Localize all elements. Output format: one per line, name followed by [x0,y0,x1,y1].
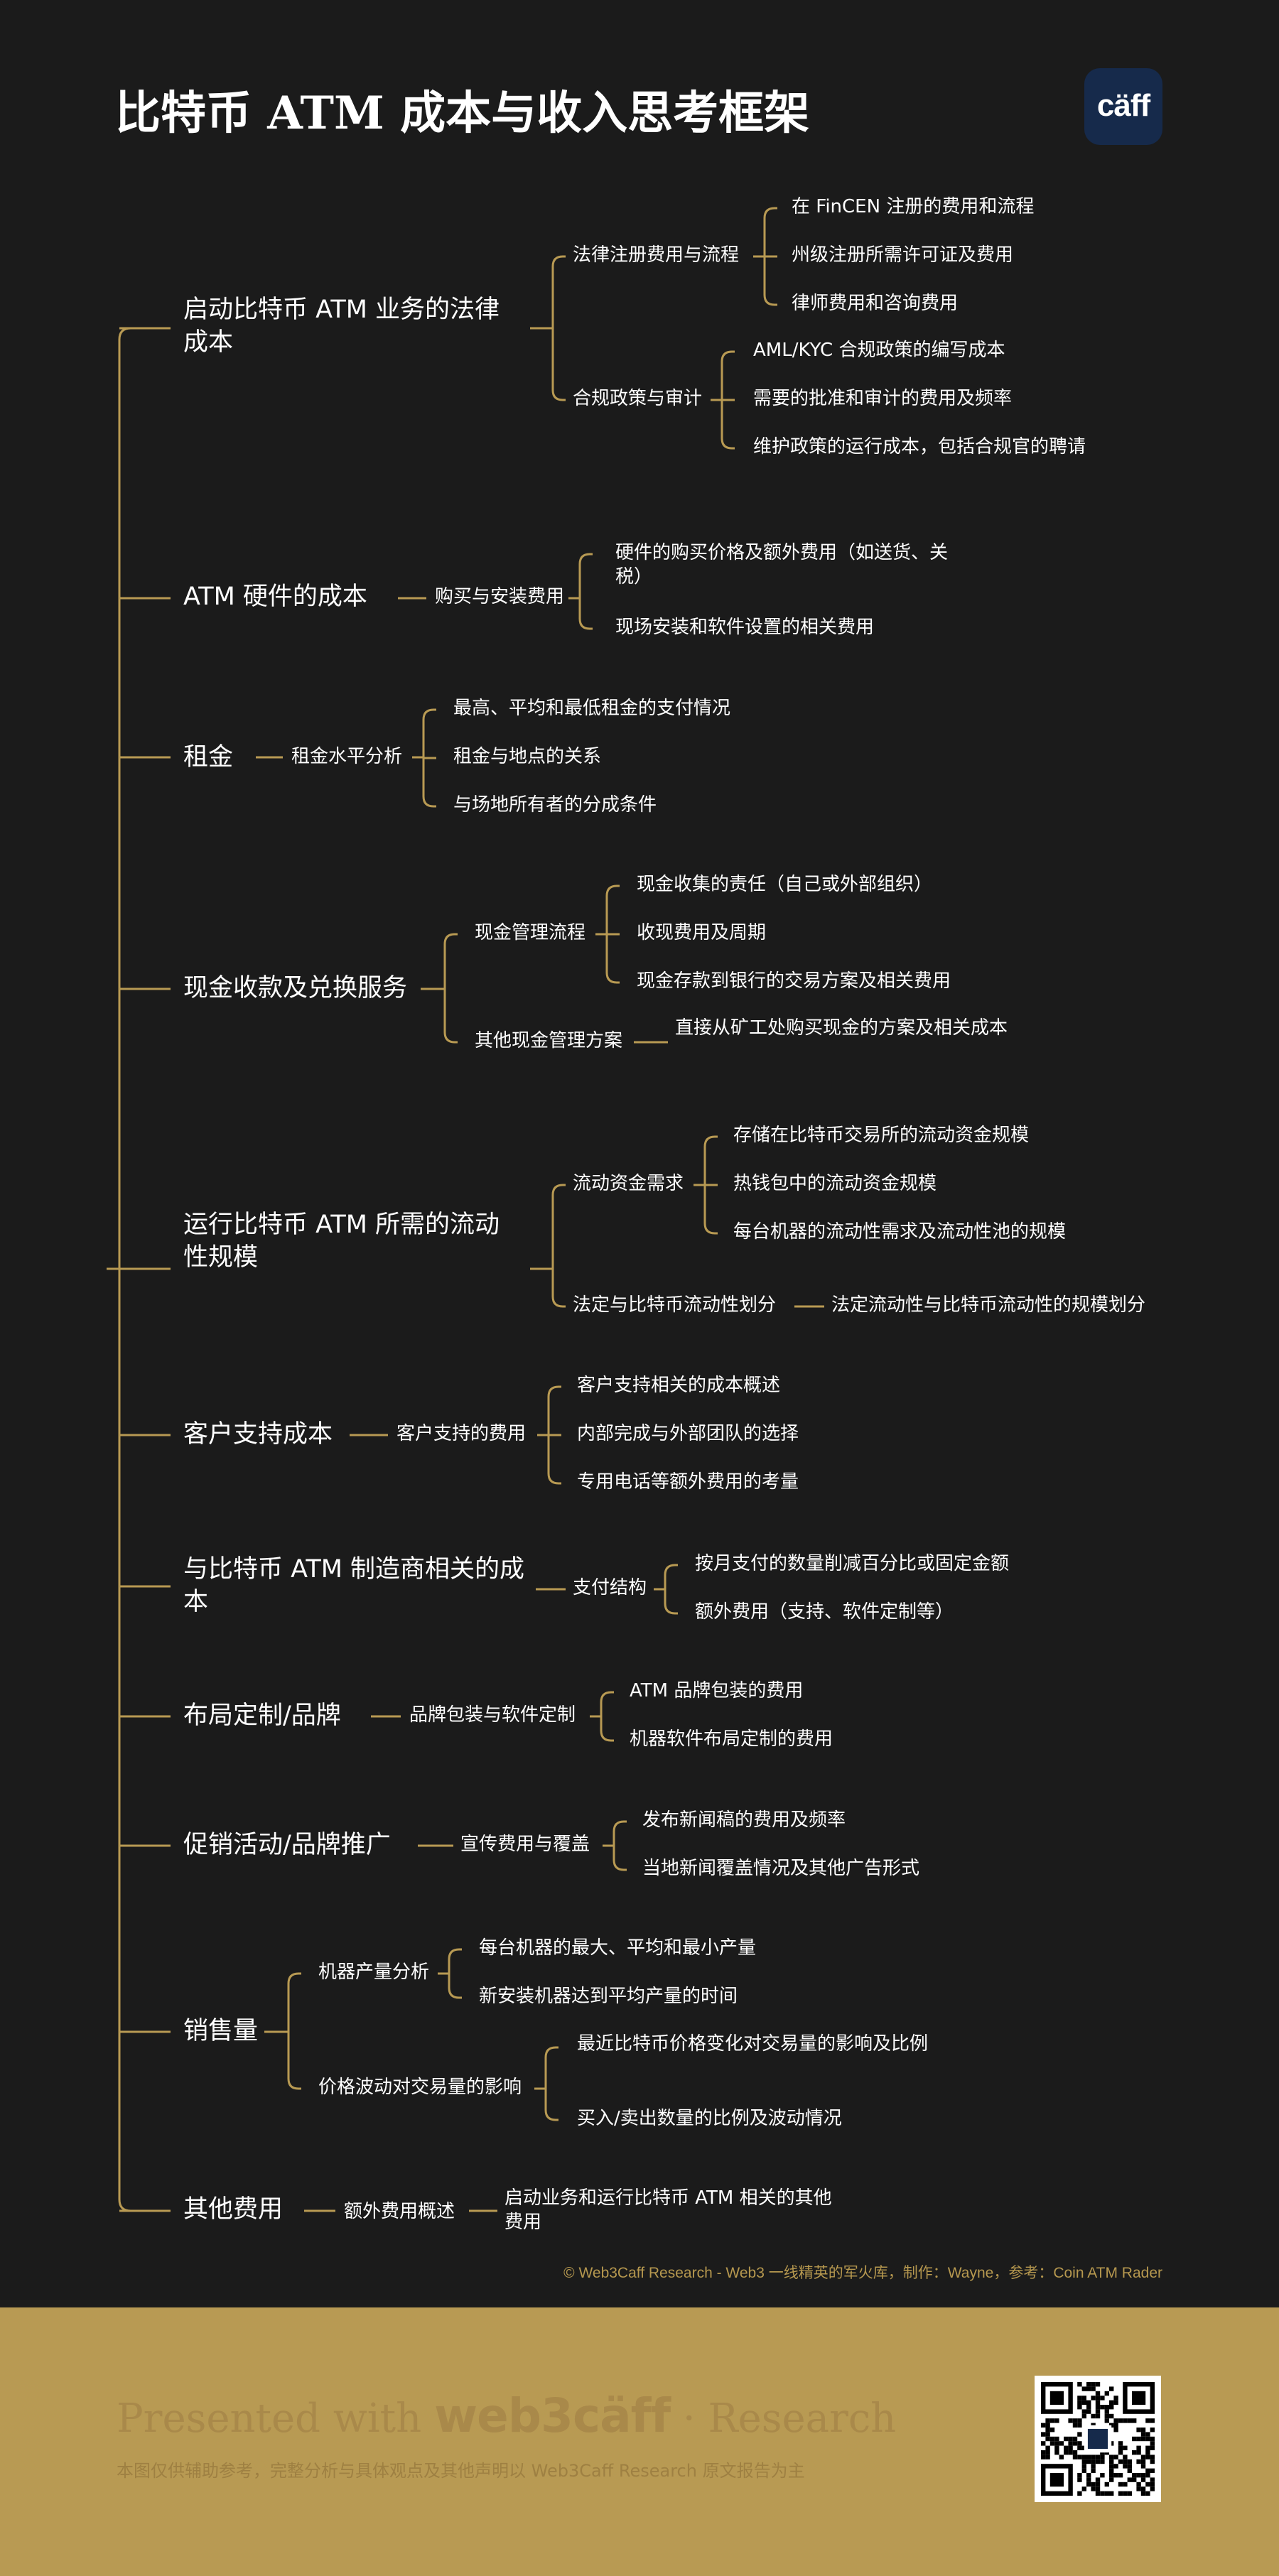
connector-line [443,933,455,1044]
leaf-node: 最近比特币价格变化对交易量的影响及比例 [577,2033,929,2055]
branch-label: ATM 硬件的成本 [183,583,367,611]
sub-node: 法律注册费用与流程 [573,244,740,266]
leaf-node: 存储在比特币交易所的流动资金规模 [733,1125,1030,1146]
presented-prefix: Presented with [117,2396,422,2442]
sub-node: 现金管理流程 [475,922,586,943]
leaf-node: 与场地所有者的分成条件 [453,794,657,816]
branch-label: 其他费用 [183,2195,284,2224]
qr-code[interactable] [1035,2376,1161,2502]
sub-node: 法定与比特币流动性划分 [573,1294,777,1316]
leaf-node: 法定流动性与比特币流动性的规模划分 [831,1294,1146,1316]
leaf-node: 现场安装和软件设置的相关费用 [615,617,875,638]
branch-label: 客户支持成本 [183,1420,333,1449]
leaf-node: 在 FinCEN 注册的费用和流程 [792,196,1035,217]
leaf-node: 专用电话等额外费用的考量 [577,1471,799,1493]
connector-line [612,1820,625,1871]
leaf-node: 现金存款到银行的交易方案及相关费用 [637,970,951,992]
sub-node: 购买与安装费用 [435,586,565,607]
leaf-node: 律师费用和咨询费用 [792,293,959,314]
leaf-node: 每台机器的流动性需求及流动性池的规模 [733,1221,1067,1243]
branch-label: 布局定制/品牌 [183,1701,341,1730]
connector-line [551,1184,563,1308]
sub-node: 其他现金管理方案 [475,1030,623,1051]
web3caff-logo: cäff [1084,68,1162,145]
connector-line [600,1691,612,1742]
leaf-node: 收现费用及周期 [637,922,767,943]
sub-node: 流动资金需求 [573,1173,684,1194]
connector-line [664,1564,676,1615]
connector-line [578,553,590,630]
leaf-node: 直接从矿工处购买现金的方案及相关成本 [675,1017,1008,1039]
branch-label: 启动比特币 ATM 业务的法律成本 [183,296,500,357]
connector-line [544,2046,556,2121]
brand-wordmark: web3cäff [434,2388,671,2443]
page-title: 比特币 ATM 成本与收入思考框架 [115,87,810,140]
leaf-node: 租金与地点的关系 [453,746,602,767]
leaf-node: 维护政策的运行成本，包括合规官的聘请 [753,436,1086,458]
connector-line [551,255,563,401]
branch-label: 运行比特币 ATM 所需的流动性规模 [183,1211,500,1272]
leaf-node: AML/KYC 合规政策的编写成本 [753,340,1005,361]
sub-node: 机器产量分析 [318,1961,430,1983]
sub-node: 租金水平分析 [291,746,403,767]
leaf-node: 内部完成与外部团队的选择 [577,1423,799,1444]
mindmap-connectors [107,207,824,2212]
leaf-node: 现金收集的责任（自己或外部组织） [637,874,933,895]
leaf-node: 硬件的购买价格及额外费用（如送货、关税） [615,542,949,588]
sub-node: 品牌包装与软件定制 [409,1704,576,1726]
branch-label: 促销活动/品牌推广 [183,1831,391,1859]
leaf-node: 客户支持相关的成本概述 [577,1375,781,1396]
sub-node: 合规政策与审计 [573,388,703,409]
leaf-node: 每台机器的最大、平均和最小产量 [479,1937,757,1959]
connector-line [448,1948,460,1999]
leaf-node: 启动业务和运行比特币 ATM 相关的其他费用 [504,2187,832,2233]
leaf-node: 买入/卖出数量的比例及波动情况 [577,2108,842,2129]
brand-suffix: · Research [682,2396,897,2442]
sub-node: 支付结构 [573,1577,647,1598]
branch-label: 现金收款及兑换服务 [183,974,408,1002]
logo-text: cäff [1096,88,1150,123]
sub-node: 客户支持的费用 [396,1423,527,1444]
branch-label: 租金 [183,743,234,772]
leaf-node: 机器软件布局定制的费用 [630,1728,833,1750]
leaf-node: 当地新闻覆盖情况及其他广告形式 [642,1858,920,1879]
sub-node: 额外费用概述 [344,2201,455,2222]
presented-with: Presented with web3cäff · Research [117,2388,896,2443]
branch-label: 与比特币 ATM 制造商相关的成本 [183,1555,525,1616]
leaf-node: ATM 品牌包装的费用 [630,1680,804,1701]
leaf-node: 按月支付的数量削减百分比或固定金额 [695,1553,1010,1574]
sub-node: 价格波动对交易量的影响 [318,2077,522,2098]
leaf-node: 额外费用（支持、软件定制等） [695,1601,954,1623]
credit-line: © Web3Caff Research - Web3 一线精英的军火库，制作：W… [563,2265,1162,2281]
leaf-node: 最高、平均和最低租金的支付情况 [453,698,731,719]
leaf-node: 热钱包中的流动资金规模 [733,1173,937,1194]
leaf-node: 新安装机器达到平均产量的时间 [479,1986,738,2007]
qr-code-icon [1041,2382,1155,2496]
branch-label: 销售量 [183,2017,259,2045]
leaf-node: 州级注册所需许可证及费用 [792,244,1014,266]
sub-node: 宣传费用与覆盖 [460,1834,590,1855]
leaf-node: 需要的批准和审计的费用及频率 [753,388,1013,409]
connector-line [287,1972,299,2090]
leaf-node: 发布新闻稿的费用及频率 [642,1809,846,1831]
disclaimer: 本图仅供辅助参考，完整分析与具体观点及其他声明以 Web3Caff Resear… [117,2461,805,2481]
